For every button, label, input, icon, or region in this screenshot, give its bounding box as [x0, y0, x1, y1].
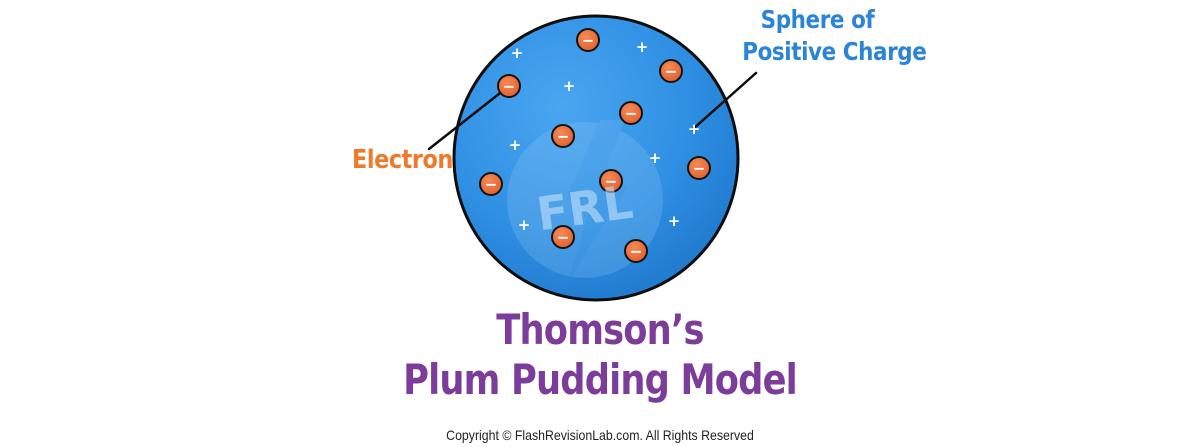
electron: −: [551, 225, 575, 249]
electron-sign: −: [630, 243, 643, 261]
positive-charge: +: [688, 120, 701, 138]
electron-label: Electron: [352, 145, 453, 175]
electron-sign: −: [557, 128, 570, 146]
electron: −: [497, 74, 521, 98]
electron: −: [619, 101, 643, 125]
electron-sign: −: [665, 63, 678, 81]
electron-pointer-line: [427, 84, 511, 151]
diagram-title: Thomson’s Plum Pudding Model: [348, 305, 852, 405]
copyright-notice: Copyright © FlashRevisionLab.com. All Ri…: [446, 427, 754, 443]
positive-charge: +: [563, 77, 576, 95]
sphere-label: Sphere of Positive Charge: [742, 4, 927, 68]
positive-charge: +: [509, 136, 522, 154]
electron: −: [551, 124, 575, 148]
positive-charge: +: [668, 212, 681, 230]
sphere-label-line-2: Positive Charge: [742, 37, 927, 66]
electron: −: [479, 172, 503, 196]
positive-charge: +: [649, 149, 662, 167]
sphere-pointer-line: [691, 71, 758, 131]
positive-charges: + + + + + + + +: [509, 38, 701, 234]
electron-sign: −: [582, 32, 595, 50]
positive-charge: +: [636, 38, 649, 56]
electron-sign: −: [503, 78, 516, 96]
positive-charge: +: [511, 44, 524, 62]
electron: −: [576, 28, 600, 52]
title-line-1: Thomson’s: [496, 305, 704, 354]
electron: −: [599, 169, 623, 193]
electron-sign: −: [625, 105, 638, 123]
positive-charge: +: [518, 216, 531, 234]
electron: −: [659, 59, 683, 83]
electron-sign: −: [693, 160, 706, 178]
title-line-2: Plum Pudding Model: [403, 355, 798, 404]
electron: −: [624, 239, 648, 263]
electron: −: [687, 156, 711, 180]
frl-watermark-logo: [507, 120, 663, 278]
electron-sign: −: [605, 173, 618, 191]
electron-sign: −: [485, 176, 498, 194]
electron-sign: −: [557, 229, 570, 247]
positive-sphere: [452, 14, 740, 302]
frl-watermark-text: FRL: [533, 175, 636, 242]
sphere-label-line-1: Sphere of: [760, 5, 875, 34]
